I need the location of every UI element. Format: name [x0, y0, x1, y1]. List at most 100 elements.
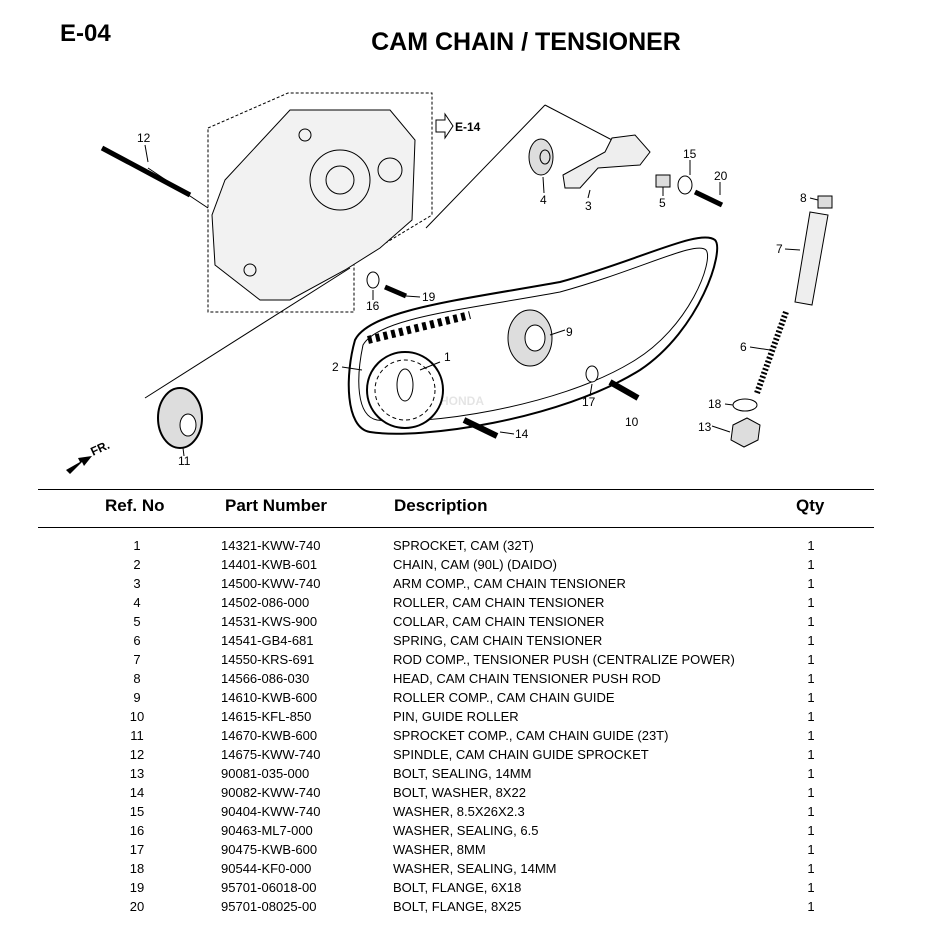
callout-9: 9 — [566, 325, 573, 339]
cell-part-number: 14610-KWB-600 — [221, 690, 318, 705]
table-row: 6 14541-GB4-681 SPRING, CAM CHAIN TENSIONE… — [0, 631, 932, 650]
engine-case-outline — [207, 92, 433, 313]
header-part-number: Part Number — [225, 496, 328, 515]
callout-4: 4 — [540, 193, 547, 207]
cell-ref-no: 19 — [129, 880, 145, 895]
cell-qty: 1 — [807, 747, 815, 762]
cell-qty: 1 — [807, 614, 815, 629]
cam-sprocket-1 — [366, 351, 444, 429]
cell-ref-no: 6 — [133, 633, 141, 648]
cell-part-number: 95701-08025-00 — [221, 899, 317, 914]
cell-ref-no: 4 — [133, 595, 141, 610]
cell-part-number: 14541-GB4-681 — [221, 633, 314, 648]
push-rod-7 — [794, 211, 829, 306]
cell-description: WASHER, SEALING, 14MM — [393, 861, 557, 876]
pin-10 — [608, 379, 640, 401]
cell-ref-no: 12 — [129, 747, 145, 762]
cell-ref-no: 10 — [129, 709, 145, 724]
bolt-20 — [693, 189, 724, 208]
cell-description: BOLT, WASHER, 8X22 — [393, 785, 526, 800]
roller-4 — [528, 138, 554, 176]
cell-part-number: 90081-035-000 — [221, 766, 310, 781]
cell-qty: 1 — [807, 595, 815, 610]
cell-description: HEAD, CAM CHAIN TENSIONER PUSH ROD — [393, 671, 661, 686]
cell-description: SPRING, CAM CHAIN TENSIONER — [393, 633, 603, 648]
callout-10: 10 — [625, 415, 639, 429]
cell-part-number: 14531-KWS-900 — [221, 614, 318, 629]
cell-part-number: 14675-KWW-740 — [221, 747, 321, 762]
cell-ref-no: 8 — [133, 671, 141, 686]
table-top-rule — [38, 489, 874, 490]
callout-1: 1 — [444, 350, 451, 364]
spring-6 — [754, 310, 789, 395]
cell-description: SPINDLE, CAM CHAIN GUIDE SPROCKET — [393, 747, 649, 762]
spindle-12 — [100, 145, 192, 198]
cell-qty: 1 — [807, 880, 815, 895]
cell-qty: 1 — [807, 576, 815, 591]
cell-ref-no: 14 — [129, 785, 145, 800]
cell-part-number: 14401-KWB-601 — [221, 557, 318, 572]
callout-16: 16 — [366, 299, 380, 313]
cell-part-number: 14502-086-000 — [221, 595, 310, 610]
cell-qty: 1 — [807, 842, 815, 857]
front-arrow-icon — [66, 456, 92, 474]
cell-qty: 1 — [807, 804, 815, 819]
cell-qty: 1 — [807, 538, 815, 553]
callout-13: 13 — [698, 420, 712, 434]
cell-qty: 1 — [807, 709, 815, 724]
cell-ref-no: 11 — [130, 728, 144, 743]
cell-ref-no: 5 — [133, 614, 141, 629]
engine-case — [211, 109, 416, 301]
washer-18 — [732, 398, 758, 412]
cell-ref-no: 9 — [133, 690, 141, 705]
cell-description: CHAIN, CAM (90L) (DAIDO) — [393, 557, 557, 572]
cell-qty: 1 — [807, 671, 815, 686]
cell-part-number: 90082-KWW-740 — [221, 785, 321, 800]
callout-12: 12 — [137, 131, 151, 145]
cell-description: ROLLER, CAM CHAIN TENSIONER — [393, 595, 605, 610]
cell-description: BOLT, SEALING, 14MM — [393, 766, 532, 781]
callout-18: 18 — [708, 397, 722, 411]
cell-qty: 1 — [807, 823, 815, 838]
cell-description: BOLT, FLANGE, 6X18 — [393, 880, 522, 895]
cell-qty: 1 — [807, 728, 815, 743]
cell-part-number: 14321-KWW-740 — [221, 538, 321, 553]
cell-qty: 1 — [807, 899, 815, 914]
exploded-parts-diagram: HONDA E-14 FR. 1 2 3 4 5 6 7 8 9 10 11 1… — [66, 92, 833, 474]
cell-description: ROD COMP., TENSIONER PUSH (CENTRALIZE PO… — [393, 652, 735, 667]
cam-chain-2 — [347, 236, 719, 435]
page-code: E-04 — [60, 20, 111, 47]
washer-16 — [366, 271, 380, 289]
cell-ref-no: 20 — [129, 899, 145, 914]
callout-20: 20 — [714, 169, 728, 183]
table-row: 19 95701-06018-00 BOLT, FLANGE, 6X18 1 — [0, 878, 932, 897]
header-description: Description — [394, 496, 488, 515]
cell-description: BOLT, FLANGE, 8X25 — [393, 899, 522, 914]
callout-15: 15 — [683, 147, 697, 161]
table-row: 4 14502-086-000 ROLLER, CAM CHAIN TENSIONE… — [0, 593, 932, 612]
bolt-14 — [462, 417, 499, 439]
cell-part-number: 14550-KRS-691 — [221, 652, 315, 667]
callout-19: 19 — [422, 290, 436, 304]
cell-description: WASHER, SEALING, 6.5 — [393, 823, 539, 838]
cell-part-number: 90475-KWB-600 — [221, 842, 318, 857]
tensioner-arm-3 — [562, 134, 651, 189]
cell-part-number: 95701-06018-00 — [221, 880, 317, 895]
callout-3: 3 — [585, 199, 592, 213]
callout-6: 6 — [740, 340, 747, 354]
cell-ref-no: 15 — [129, 804, 145, 819]
cell-ref-no: 2 — [133, 557, 141, 572]
rod-head-8 — [817, 195, 833, 209]
cell-description: ROLLER COMP., CAM CHAIN GUIDE — [393, 690, 615, 705]
guide-sprocket-11 — [157, 387, 203, 449]
